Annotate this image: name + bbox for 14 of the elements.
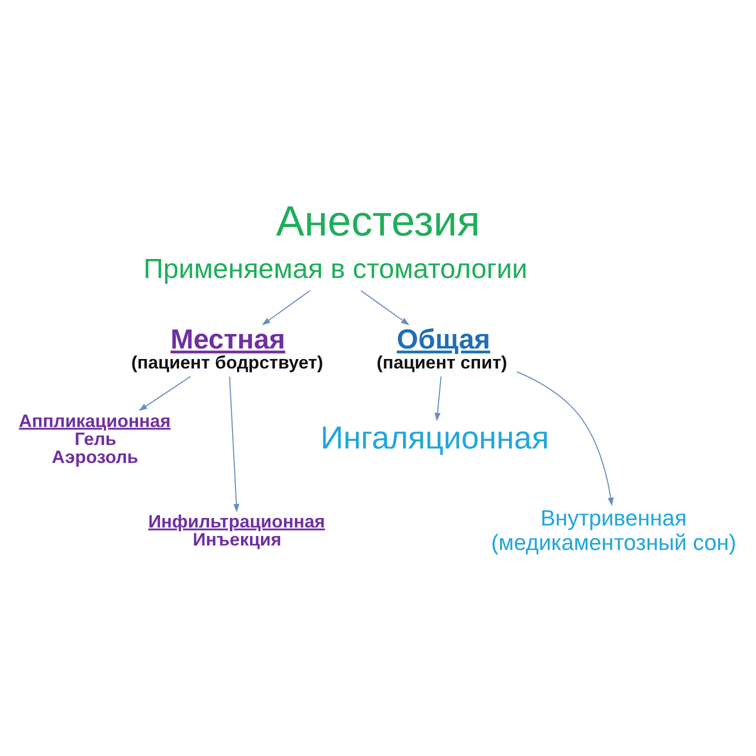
node-text: Применяемая в стоматологии (143, 252, 528, 284)
arrow (138, 376, 191, 410)
node-text: Общая (пациент спит) (376, 323, 508, 372)
node-text: Инфильтрационная Инъекция (148, 511, 325, 550)
arrow (434, 376, 442, 421)
arrow (262, 290, 310, 325)
node-text: Аппликационная Гель Аэрозоль (18, 410, 171, 466)
arrow (229, 376, 240, 512)
node-text: Местная (пациент бодрствует) (131, 323, 324, 372)
arrow (516, 370, 614, 506)
node-text: Ингаляционная (320, 418, 549, 455)
node-text: Внутривенная (медикаментозный сон) (491, 505, 736, 555)
arrow (360, 290, 410, 325)
diagram-title: Анестезия (276, 196, 480, 244)
